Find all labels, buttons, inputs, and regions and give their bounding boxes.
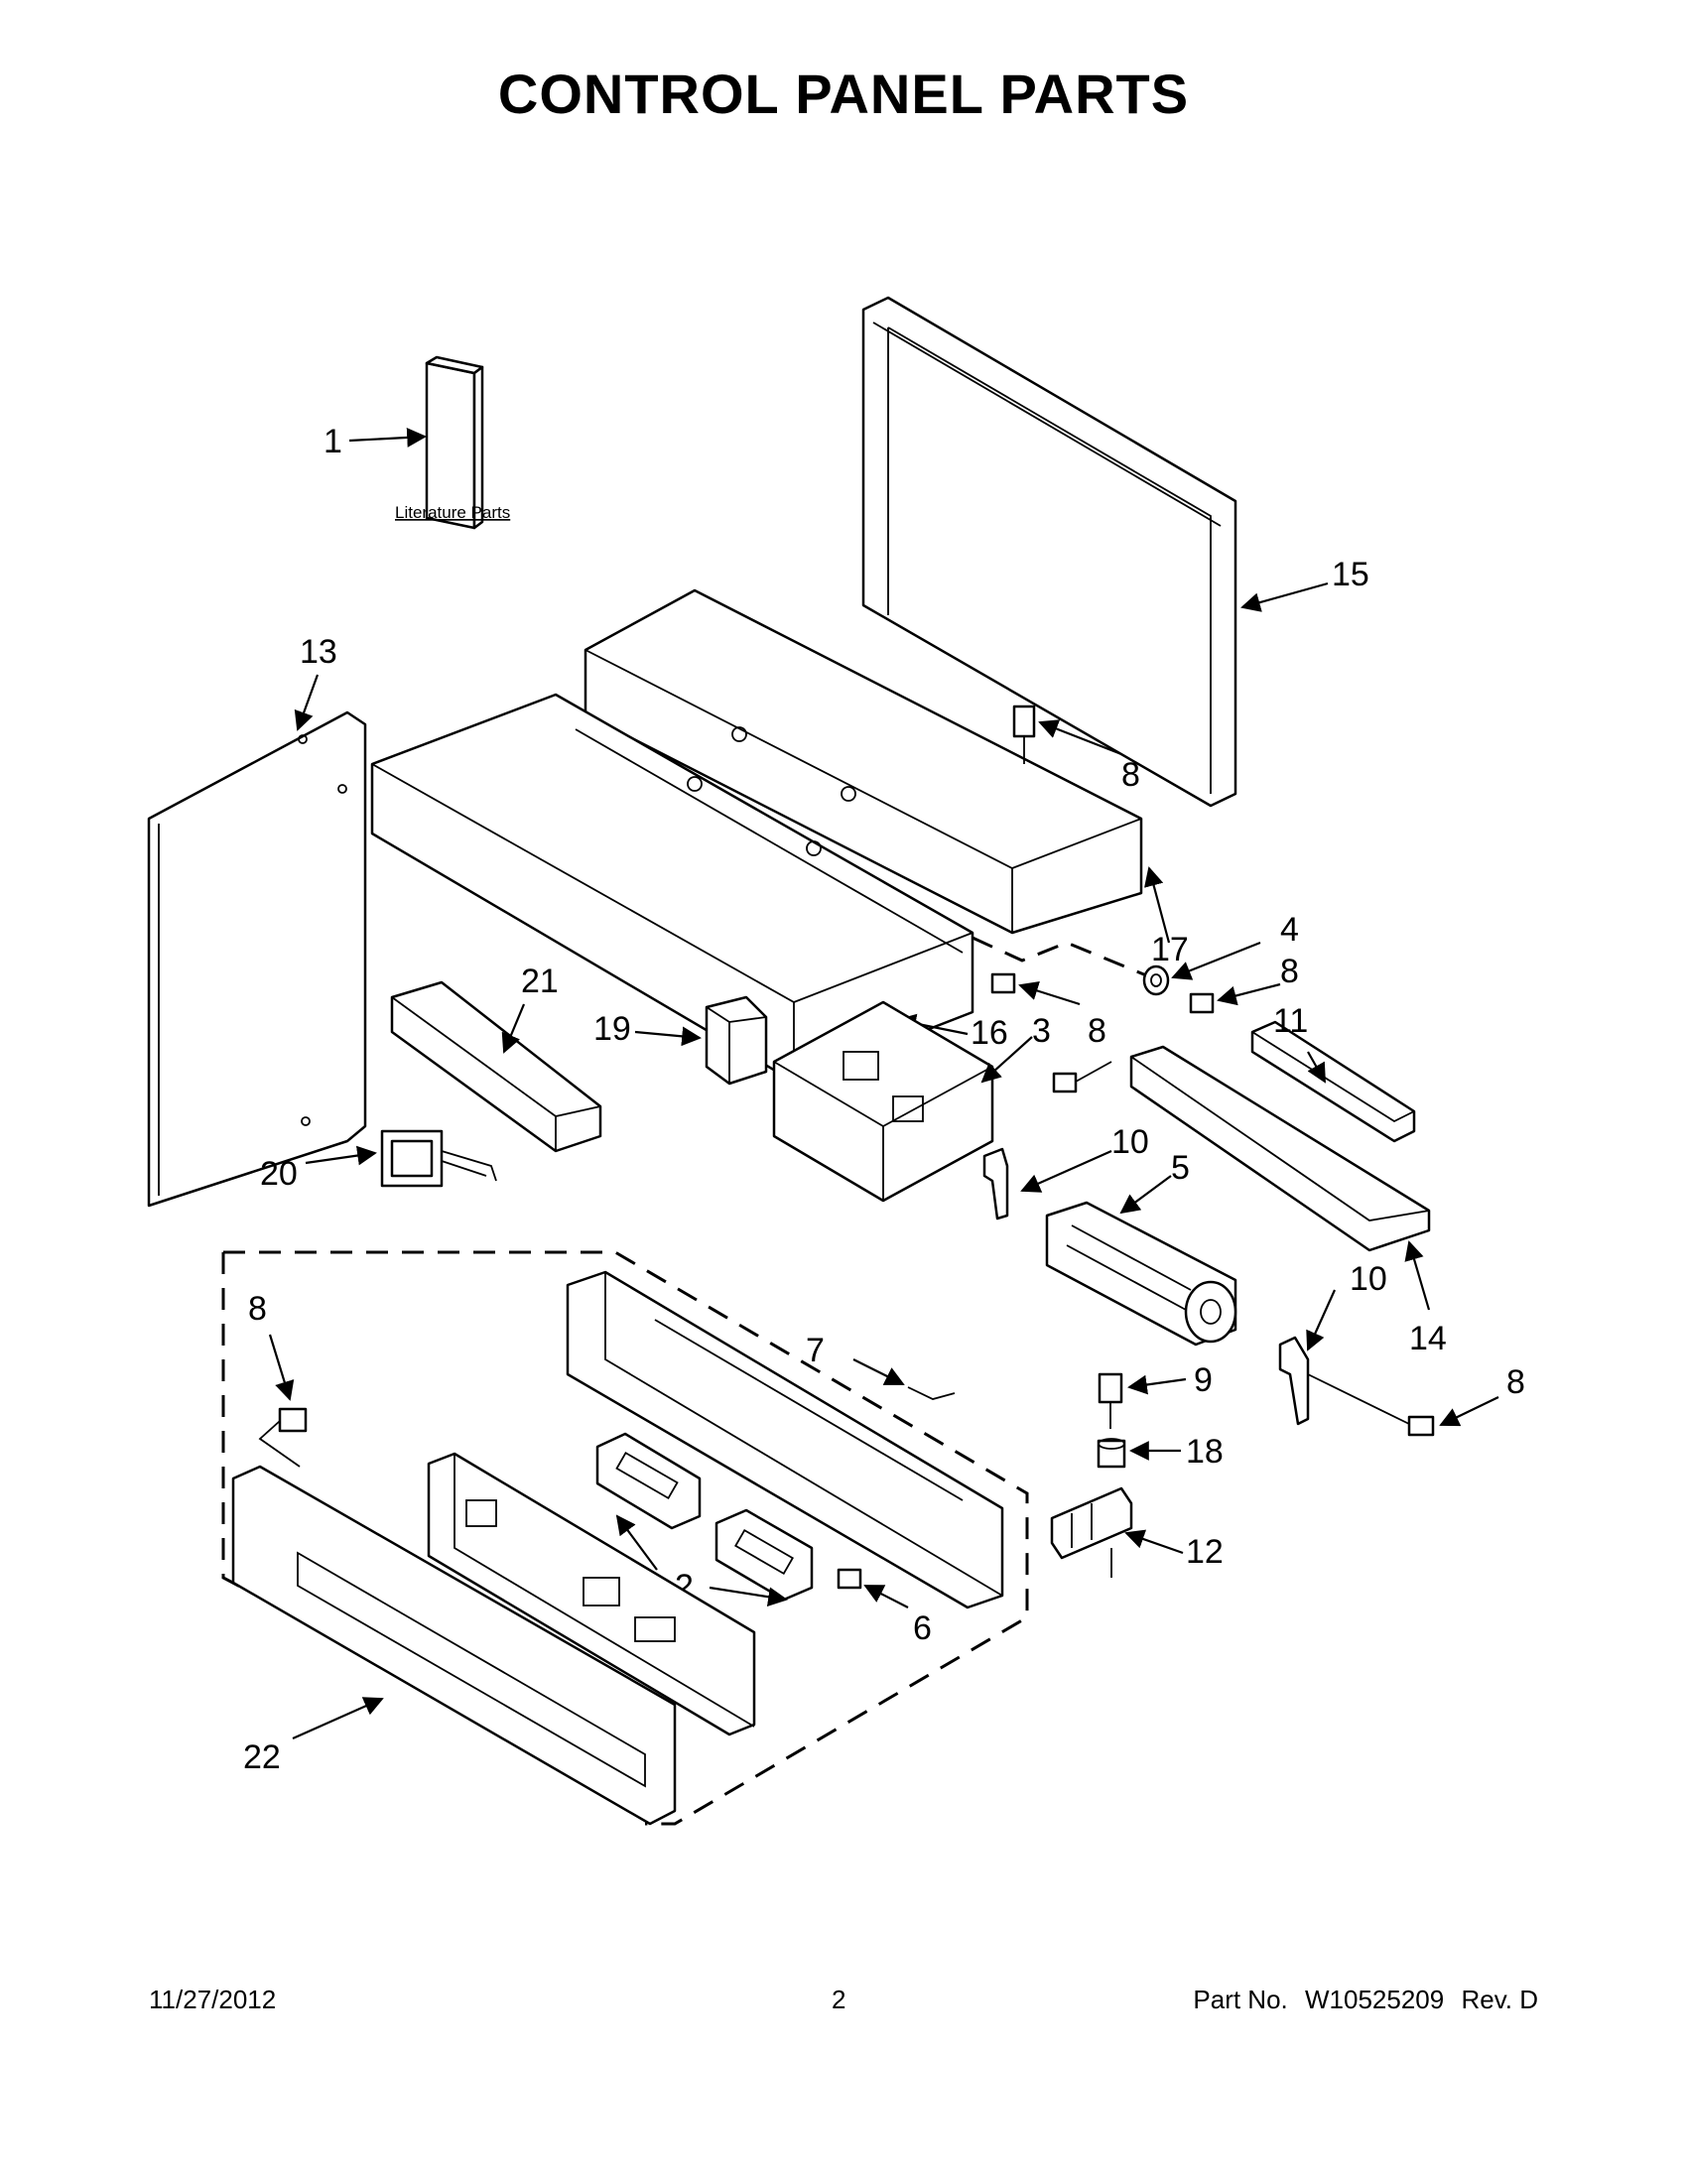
screw-part-top — [1012, 705, 1036, 764]
callout-16: 16 — [971, 1014, 1008, 1052]
footer-part-label: Part No. — [1193, 1985, 1288, 2014]
callout-11: 11 — [1273, 1002, 1308, 1040]
screw-part-left — [258, 1407, 308, 1468]
rear-panel-frame-part — [861, 296, 1237, 808]
callout-12: 12 — [1186, 1533, 1224, 1571]
side-panel-part — [147, 710, 367, 1208]
callout-8-left: 8 — [248, 1290, 267, 1328]
footer-page-number: 2 — [832, 1985, 846, 2014]
callout-9: 9 — [1194, 1361, 1213, 1399]
screw-part-bracket — [1052, 1061, 1112, 1093]
assembly-outline — [223, 1250, 1029, 1826]
insulation-strip-part — [1250, 1020, 1416, 1143]
footer-part-number: W10525209 — [1305, 1985, 1445, 2014]
callout-17: 17 — [1151, 931, 1189, 968]
callout-18: 18 — [1186, 1433, 1224, 1471]
callout-22: 22 — [243, 1738, 281, 1776]
callout-8-top: 8 — [1121, 756, 1140, 794]
callout-6: 6 — [913, 1609, 932, 1647]
literature-book-part — [425, 355, 484, 530]
screw-part-right — [1407, 1415, 1435, 1437]
callout-20: 20 — [260, 1155, 298, 1193]
callout-15: 15 — [1332, 556, 1369, 593]
long-bracket-part — [1129, 1045, 1431, 1252]
terminal-block-part — [1050, 1486, 1133, 1578]
footer-date: 11/27/2012 — [149, 1985, 277, 2014]
literature-parts-label: Literature Parts — [395, 503, 510, 522]
callout-4: 4 — [1280, 911, 1299, 949]
callout-10-right: 10 — [1350, 1260, 1387, 1298]
control-trim-part — [231, 1465, 677, 1826]
footer-revision: Rev. D — [1461, 1985, 1538, 2014]
callout-10-left: 10 — [1111, 1123, 1149, 1161]
page-title: CONTROL PANEL PARTS — [497, 63, 1190, 125]
transformer-part — [380, 1129, 497, 1188]
callout-5: 5 — [1171, 1149, 1190, 1187]
nut-part — [1097, 1438, 1126, 1469]
blower-fan-part — [1045, 1201, 1237, 1347]
control-module-part-lower — [714, 1508, 814, 1602]
callout-19: 19 — [593, 1010, 631, 1048]
callout-13: 13 — [300, 633, 337, 671]
wire-clip-part — [907, 1386, 956, 1400]
callout-7: 7 — [806, 1332, 825, 1369]
callout-8-right: 8 — [1506, 1363, 1525, 1401]
footer-part-info: Part No. W10525209 Rev. D — [1183, 1985, 1538, 2015]
callout-3: 3 — [1032, 1012, 1051, 1050]
callout-8-grommet: 8 — [1280, 953, 1299, 990]
screw-part-9 — [1098, 1372, 1123, 1429]
small-bracket-part-left — [982, 1147, 1009, 1220]
small-bracket-part-right — [1278, 1336, 1410, 1426]
relay-part — [705, 995, 768, 1086]
screw-part-6 — [837, 1568, 862, 1590]
electronic-bracket-part — [390, 980, 602, 1153]
control-board-part — [772, 1000, 994, 1203]
console-frame-part — [566, 1270, 1004, 1609]
callout-8-board: 8 — [1088, 1012, 1106, 1050]
grommet-part — [1142, 964, 1170, 996]
lower-duct-part — [370, 693, 974, 1084]
callout-1: 1 — [324, 423, 342, 460]
callout-14: 14 — [1409, 1320, 1447, 1357]
upper-channel-part — [584, 588, 1143, 935]
screw-part-mid — [990, 972, 1215, 1014]
control-module-part-upper — [595, 1432, 702, 1530]
touch-panel-part — [427, 1452, 756, 1736]
callout-21: 21 — [521, 963, 559, 1000]
